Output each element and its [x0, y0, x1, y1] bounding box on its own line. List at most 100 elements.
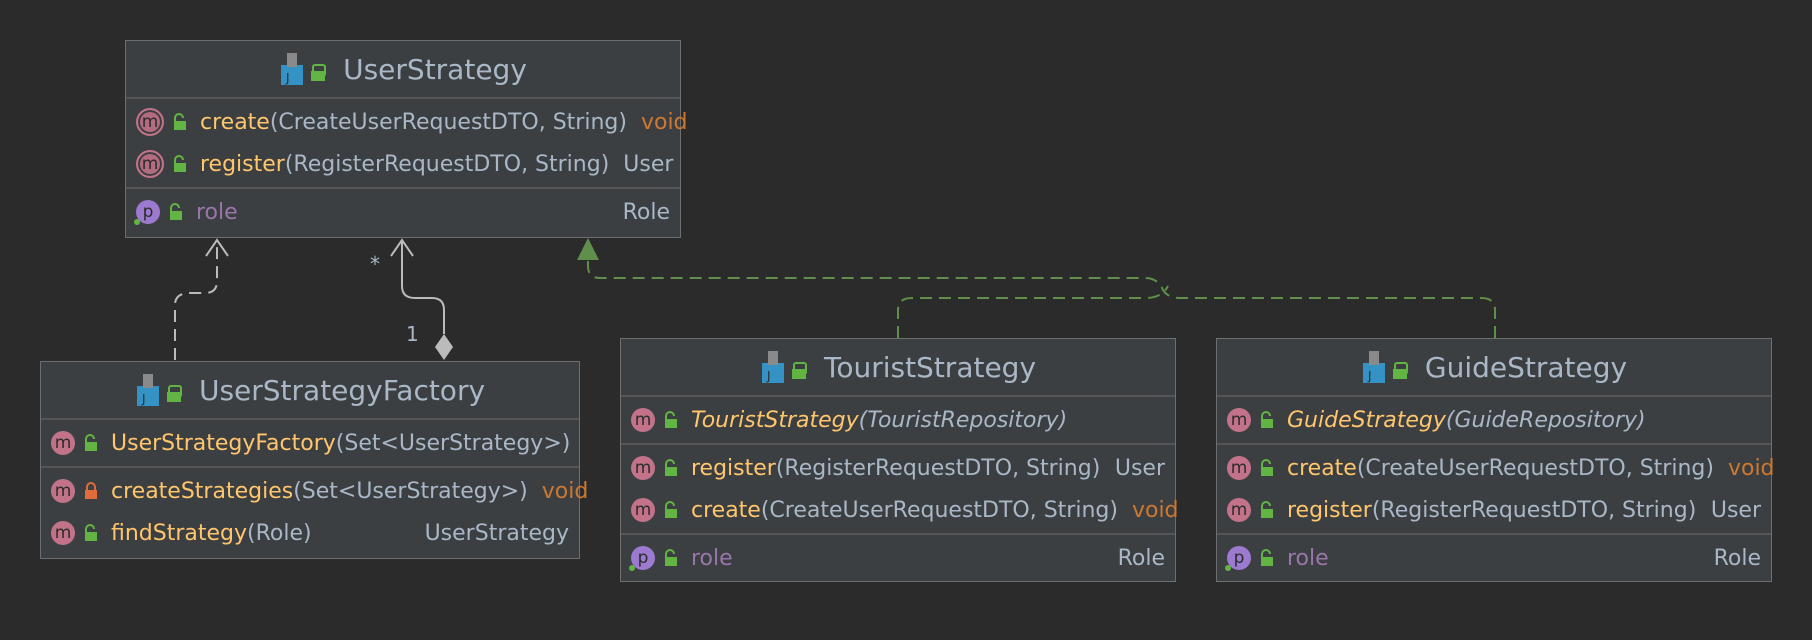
- method-name: register: [691, 455, 776, 481]
- public-lock-icon: [1259, 549, 1275, 567]
- method-badge-icon: m: [631, 498, 655, 522]
- property-name: role: [196, 199, 238, 225]
- method-return-type: User: [1710, 497, 1761, 523]
- methods-section: m register (RegisterRequestDTO, String) …: [621, 445, 1179, 535]
- public-lock-icon: [172, 113, 188, 131]
- method-return-type: User: [623, 151, 674, 177]
- property-row[interactable]: p role Role: [621, 537, 1175, 579]
- method-params: (RegisterRequestDTO, String): [775, 455, 1101, 481]
- property-name: role: [691, 545, 733, 571]
- method-row[interactable]: m create (CreateUserRequestDTO, String) …: [1217, 447, 1775, 489]
- realization-arrowhead: [577, 238, 599, 260]
- class-title: UserStrategyFactory: [198, 373, 486, 407]
- property-badge-icon: p: [629, 546, 655, 571]
- method-badge-icon: m: [1227, 408, 1251, 432]
- property-type: Role: [1117, 545, 1165, 571]
- property-badge-icon: p: [134, 200, 160, 225]
- public-lock-icon: [663, 411, 679, 429]
- class-tourist-strategy[interactable]: J TouristStrategy m TouristStrategy (Tou…: [620, 338, 1179, 582]
- method-params: (Role): [247, 520, 312, 546]
- methods-section: m create (CreateUserRequestDTO, String) …: [1217, 445, 1775, 535]
- method-return-type: UserStrategy: [424, 520, 569, 546]
- constructor-row[interactable]: m TouristStrategy (TouristRepository): [621, 399, 1175, 441]
- method-badge-icon: m: [1227, 498, 1251, 522]
- public-lock-icon: [172, 155, 188, 173]
- method-badge-icon: m: [631, 456, 655, 480]
- method-row[interactable]: m create (CreateUserRequestDTO, String) …: [621, 489, 1179, 531]
- method-params: (RegisterRequestDTO, String): [284, 151, 610, 177]
- property-type: Role: [1713, 545, 1761, 571]
- class-header: J UserStrategyFactory: [41, 362, 579, 420]
- constructors-section: m TouristStrategy (TouristRepository): [621, 397, 1175, 445]
- public-lock-icon: [663, 501, 679, 519]
- method-name: createStrategies: [111, 478, 294, 504]
- class-icon: J: [135, 372, 185, 408]
- method-row[interactable]: m findStrategy (Role) UserStrategy: [41, 512, 579, 554]
- public-lock-icon: [168, 203, 184, 221]
- method-badge-icon: m: [136, 108, 164, 136]
- constructor-params: (TouristRepository): [858, 407, 1068, 433]
- method-badge-icon: m: [51, 521, 75, 545]
- methods-section: m create (CreateUserRequestDTO, String) …: [126, 99, 688, 189]
- method-row[interactable]: m register (RegisterRequestDTO, String) …: [621, 447, 1175, 489]
- constructor-row[interactable]: m GuideStrategy (GuideRepository): [1217, 399, 1771, 441]
- method-badge-icon: m: [136, 150, 164, 178]
- class-header: J GuideStrategy: [1217, 339, 1771, 397]
- property-row[interactable]: p role Role: [1217, 537, 1771, 579]
- class-title: UserStrategy: [343, 52, 527, 86]
- method-row[interactable]: m register (RegisterRequestDTO, String) …: [126, 143, 680, 185]
- constructor-params: (Set<UserStrategy>): [335, 430, 571, 456]
- properties-section: p role Role: [621, 535, 1175, 581]
- constructors-section: m GuideStrategy (GuideRepository): [1217, 397, 1771, 445]
- method-row[interactable]: m register (RegisterRequestDTO, String) …: [1217, 489, 1771, 531]
- source-multiplicity: 1: [406, 322, 419, 346]
- class-icon: J: [1361, 349, 1411, 385]
- class-icon: J: [760, 349, 810, 385]
- property-name: role: [1287, 545, 1329, 571]
- class-guide-strategy[interactable]: J GuideStrategy m GuideStrategy (GuideRe…: [1216, 338, 1775, 582]
- constructors-section: m UserStrategyFactory (Set<UserStrategy>…: [41, 420, 579, 468]
- class-user-strategy[interactable]: J UserStrategy m create (CreateUserReque…: [125, 40, 688, 238]
- realization-edge: [587, 258, 1496, 338]
- method-return-type: void: [1131, 497, 1179, 523]
- public-lock-icon: [83, 524, 99, 542]
- interface-icon: J: [279, 51, 329, 87]
- method-row[interactable]: m createStrategies (Set<UserStrategy>) v…: [41, 470, 588, 512]
- method-params: (CreateUserRequestDTO, String): [269, 109, 627, 135]
- svg-text:J: J: [1367, 369, 1372, 383]
- method-return-type: void: [640, 109, 688, 135]
- method-name: findStrategy: [111, 520, 248, 546]
- aggregation-edge: [401, 242, 445, 334]
- property-badge-icon: p: [1225, 546, 1251, 571]
- class-header: J UserStrategy: [126, 41, 680, 99]
- method-params: (CreateUserRequestDTO, String): [760, 497, 1118, 523]
- method-params: (CreateUserRequestDTO, String): [1356, 455, 1714, 481]
- class-user-strategy-factory[interactable]: J UserStrategyFactory m UserStrategyFact…: [40, 361, 588, 559]
- method-name: register: [200, 151, 285, 177]
- method-name: create: [200, 109, 270, 135]
- properties-section: p role Role: [126, 189, 680, 235]
- method-name: create: [691, 497, 761, 523]
- target-multiplicity: *: [370, 252, 380, 276]
- public-lock-icon: [1259, 501, 1275, 519]
- public-lock-icon: [1259, 459, 1275, 477]
- method-row[interactable]: m create (CreateUserRequestDTO, String) …: [126, 101, 688, 143]
- constructor-row[interactable]: m UserStrategyFactory (Set<UserStrategy>…: [41, 422, 579, 464]
- method-return-type: void: [1727, 455, 1775, 481]
- class-title: GuideStrategy: [1424, 350, 1628, 384]
- dependency-edge: [174, 242, 218, 360]
- method-params: (Set<UserStrategy>): [293, 478, 528, 504]
- method-name: register: [1287, 497, 1372, 523]
- public-lock-icon: [663, 549, 679, 567]
- property-row[interactable]: p role Role: [126, 191, 680, 233]
- dependency-arrowhead: [205, 238, 229, 257]
- private-lock-icon: [83, 482, 99, 500]
- aggregation-diamond: [435, 334, 453, 360]
- method-badge-icon: m: [51, 479, 75, 503]
- class-title: TouristStrategy: [823, 350, 1037, 384]
- property-type: Role: [622, 199, 670, 225]
- method-return-type: User: [1114, 455, 1165, 481]
- method-badge-icon: m: [1227, 456, 1251, 480]
- public-lock-icon: [1259, 411, 1275, 429]
